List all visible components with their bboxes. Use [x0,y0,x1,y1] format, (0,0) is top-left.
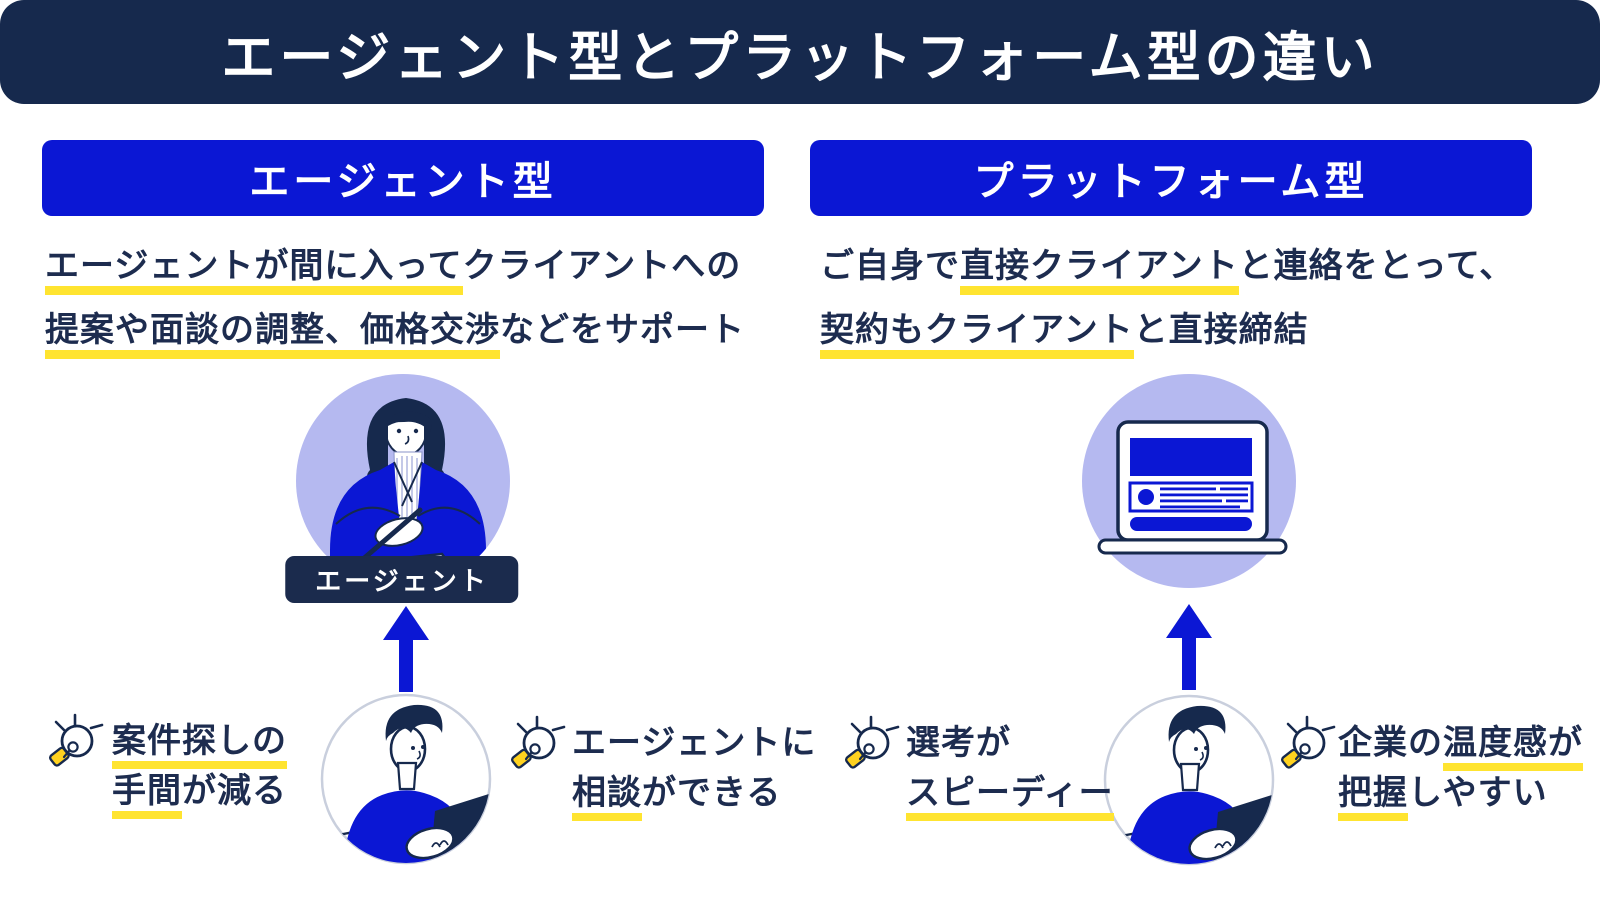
benefit-segment: 企業の [1338,724,1443,762]
platform-column-header-label: プラットフォーム型 [973,160,1369,204]
lightbulb-icon [49,713,104,767]
benefit-segment: エージェントに [572,724,817,762]
freelancer-illustration [320,693,492,865]
benefit-segment: ができる [642,774,782,812]
benefit-segment-highlight: 手間 [112,772,182,819]
desc-segment-highlight: 提案や面談の調整、価格交渉 [45,311,500,359]
desc-segment-highlight: エージェントが間に入って [45,247,463,295]
benefit-line: 手間が減る [112,766,287,819]
desc-segment-highlight: 契約もクライアント [820,311,1134,359]
benefit-line: 選考が [906,718,1114,768]
desc-segment: などをサポート [500,311,745,349]
lightbulb-icon [511,715,566,769]
benefit-segment: 選考が [906,724,1011,762]
agent-description-line1: エージェントが間に入ってクライアントへの [45,234,775,298]
platform-description: ご自身で直接クライアントと連絡をとって、 契約もクライアントと直接締結 [820,234,1550,362]
agent-benefit-left: 案件探しの 手間が減る [112,716,287,819]
benefit-segment: が減る [182,772,287,810]
arrow-up-icon [1166,604,1212,690]
agent-column-header: エージェント型 [42,140,764,216]
platform-description-line2: 契約もクライアントと直接締結 [820,298,1550,362]
page-title: エージェント型とプラットフォーム型の違い [221,27,1379,88]
lightbulb-icon [845,715,900,769]
benefit-segment-highlight: 案件探しの [112,722,287,769]
benefit-segment-highlight: 温度感が [1443,724,1583,771]
desc-segment-highlight: 直接クライアント [960,247,1239,295]
agent-badge-label: エージェント [315,566,489,596]
platform-description-line1: ご自身で直接クライアントと連絡をとって、 [820,234,1550,298]
platform-benefit-right: 企業の温度感が 把握しやすい [1338,718,1583,821]
desc-segment: ご自身で [820,247,960,285]
agent-description-line2: 提案や面談の調整、価格交渉などをサポート [45,298,775,362]
platform-column-header: プラットフォーム型 [810,140,1532,216]
desc-segment: と連絡をとって、 [1238,247,1515,285]
benefit-line: 把握しやすい [1338,768,1583,821]
lightbulb-icon [1281,715,1336,769]
benefit-line: 企業の温度感が [1338,718,1583,771]
desc-segment: と直接締結 [1133,311,1309,349]
title-bar: エージェント型とプラットフォーム型の違い [0,0,1600,104]
agent-benefit-right: エージェントに 相談ができる [572,718,816,821]
arrow-up-icon [383,606,429,692]
platform-benefit-left: 選考が スピーディー [906,718,1114,821]
platform-laptop-illustration [1082,374,1296,588]
benefit-line: エージェントに [572,718,816,768]
benefit-line: スピーディー [906,768,1114,821]
agent-column-header-label: エージェント型 [249,160,557,204]
benefit-line: 案件探しの [112,716,287,769]
benefit-segment-highlight: スピーディー [906,774,1114,821]
freelancer-illustration [1103,694,1275,866]
benefit-line: 相談ができる [572,768,816,821]
benefit-segment-highlight: 相談 [572,774,642,821]
agent-badge: エージェント [285,556,519,603]
benefit-segment-highlight: 把握 [1338,774,1408,821]
desc-segment: クライアントへの [462,247,742,285]
agent-description: エージェントが間に入ってクライアントへの 提案や面談の調整、価格交渉などをサポー… [45,234,775,362]
benefit-segment: しやすい [1408,774,1548,812]
